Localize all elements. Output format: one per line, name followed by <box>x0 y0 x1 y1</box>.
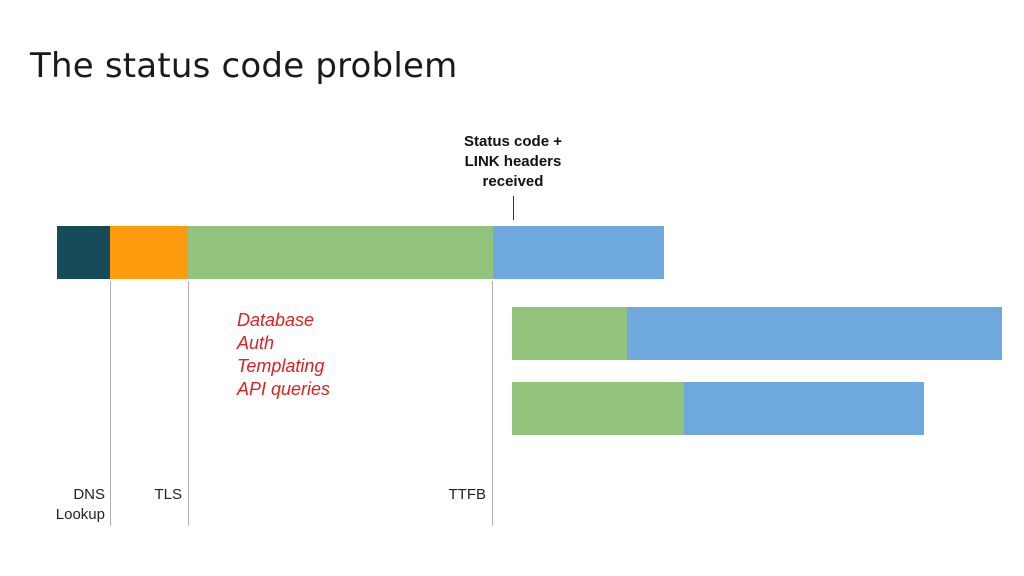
server-task-database: Database <box>237 310 315 330</box>
slide-title: The status code problem <box>30 46 458 86</box>
ttfb-label: TTFB <box>448 486 487 503</box>
dns-label-line-1: DNS <box>73 486 105 503</box>
main-bar-download-segment <box>493 226 664 279</box>
callout-pointer-line <box>513 196 514 220</box>
callout-line-2: LINK headers <box>464 153 562 170</box>
request-3-server-segment <box>512 382 684 435</box>
callout-line-1: Status code + <box>464 133 562 150</box>
server-task-auth: Auth <box>237 333 275 353</box>
dns-marker-line <box>110 281 111 526</box>
server-task-api-queries: API queries <box>237 379 331 399</box>
server-task-list: Database Auth Templating API queries <box>237 309 330 401</box>
dns-lookup-label: DNS Lookup <box>56 485 105 525</box>
dns-label-line-2: Lookup <box>55 506 105 523</box>
status-code-callout: Status code + LINK headers received <box>447 132 579 192</box>
server-task-templating: Templating <box>237 356 325 376</box>
callout-line-3: received <box>482 173 544 190</box>
main-bar-dns-segment <box>57 226 110 279</box>
tls-label: TLS <box>154 486 182 503</box>
main-bar-server-segment <box>188 226 493 279</box>
request-2-server-segment <box>512 307 627 360</box>
main-bar-tls-segment <box>110 226 188 279</box>
tls-marker-line <box>188 281 189 526</box>
ttfb-marker-line <box>492 281 493 526</box>
request-2-download-segment <box>627 307 1002 360</box>
request-3-download-segment <box>684 382 924 435</box>
